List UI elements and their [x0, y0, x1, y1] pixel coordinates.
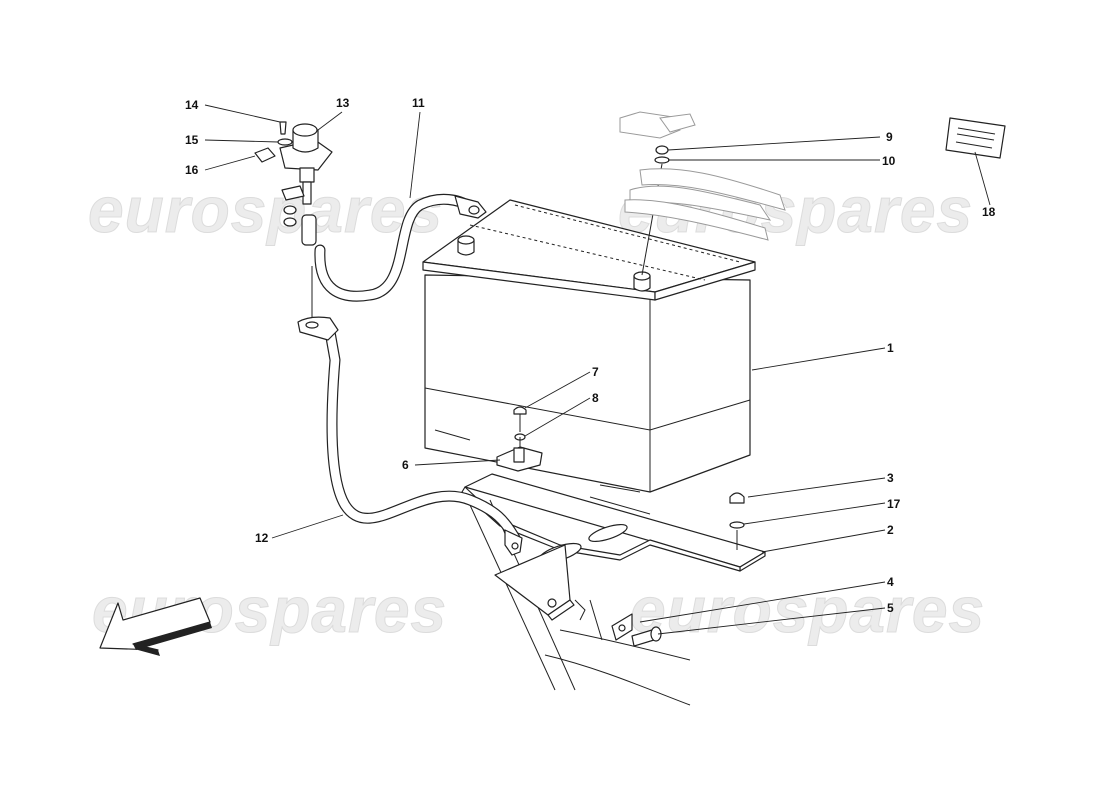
callout-labels: 1 2 3 4 5 6 7 8 9 10 11 12 13 14 15 16 1…: [185, 96, 996, 615]
battery-tray: [461, 473, 766, 621]
callout-14: 14: [185, 98, 199, 112]
callout-10: 10: [882, 154, 896, 168]
callout-3: 3: [887, 471, 894, 485]
warning-label: [945, 117, 1006, 159]
callout-1: 1: [887, 341, 894, 355]
hold-down-clamp: [496, 406, 543, 472]
chassis-outline: [469, 499, 691, 706]
callout-6: 6: [402, 458, 409, 472]
tray-bolt: [611, 613, 662, 647]
callout-7: 7: [592, 365, 599, 379]
cable-12: [297, 316, 523, 556]
callout-13: 13: [336, 96, 350, 110]
callout-4: 4: [887, 575, 894, 589]
direction-arrow-icon: [99, 597, 212, 656]
cable-11: [311, 193, 487, 318]
callout-8: 8: [592, 391, 599, 405]
cut-off-switch: [254, 121, 333, 246]
watermark-text: eurospares: [88, 174, 443, 246]
callout-16: 16: [185, 163, 199, 177]
callout-17: 17: [887, 497, 901, 511]
tray-nut: [729, 492, 745, 550]
watermark-text: eurospares: [630, 574, 985, 646]
callout-11: 11: [412, 96, 425, 110]
leader-lines: [204, 104, 991, 635]
callout-9: 9: [886, 130, 893, 144]
watermark-group: eurospares eurospares eurospares eurospa…: [88, 174, 985, 647]
callout-5: 5: [887, 601, 894, 615]
callout-15: 15: [185, 133, 199, 147]
callout-18: 18: [982, 205, 996, 219]
callout-12: 12: [255, 531, 269, 545]
terminal-covers: [619, 111, 786, 276]
battery: [422, 199, 756, 493]
callout-2: 2: [887, 523, 894, 537]
